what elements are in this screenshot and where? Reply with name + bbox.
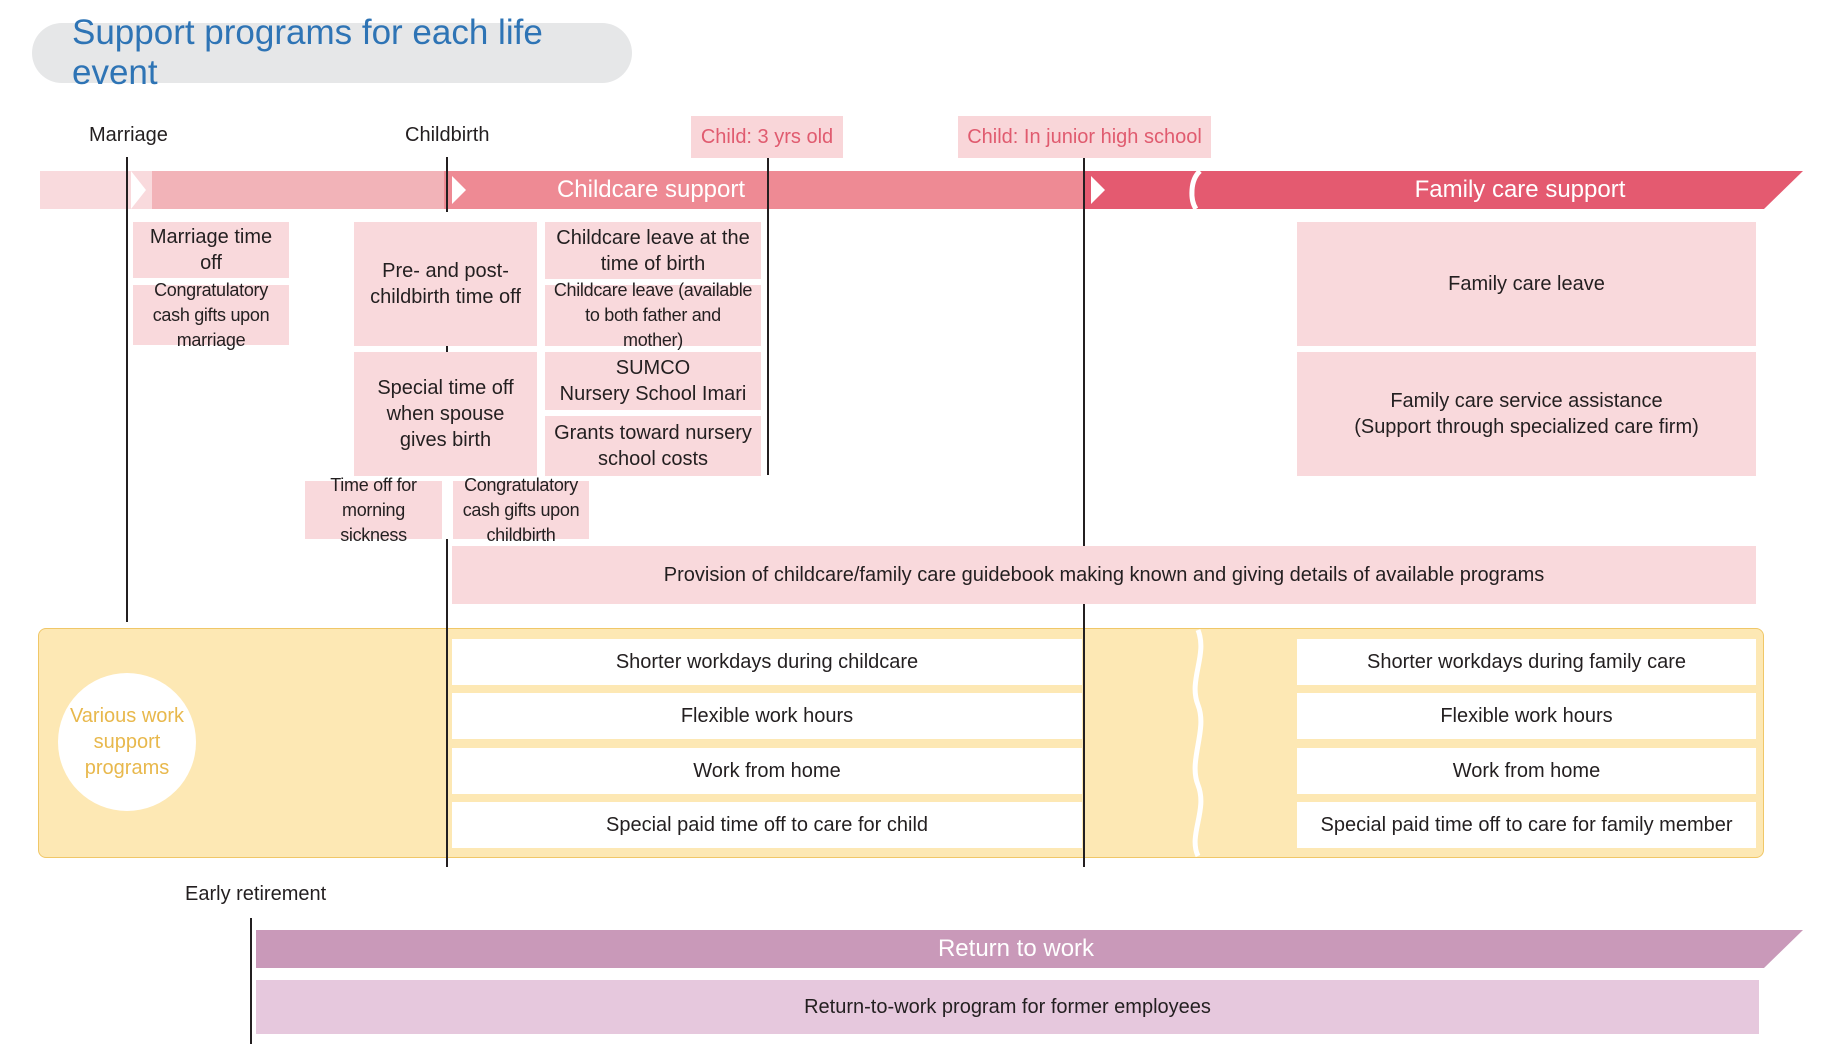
family-care-service-line2: (Support through specialized care firm) — [1354, 416, 1699, 438]
sumco-line1: SUMCO — [615, 357, 691, 379]
timeline-line-child-jhs — [1083, 158, 1085, 546]
program-guidebook: Provision of childcare/family care guide… — [452, 546, 1756, 604]
timeline-line-childbirth-bottom — [446, 539, 448, 867]
work-childcare-item-2: Flexible work hours — [452, 693, 1082, 739]
program-childcare-leave-birth: Childcare leave at the time of birth — [545, 222, 761, 279]
band-arrow-2 — [452, 176, 466, 204]
work-childcare-item-4: Special paid time off to care for child — [452, 802, 1082, 848]
event-marriage: Marriage — [89, 124, 168, 146]
page-title: Support programs for each life event — [32, 13, 632, 92]
timeline-line-marriage — [126, 157, 128, 622]
sumco-line2: Nursery School Imari — [559, 383, 747, 405]
timeline-line-early-retirement — [250, 918, 252, 1044]
band-childcare-label: Childcare support — [556, 176, 746, 203]
program-childcare-leave-both: Childcare leave (available to both fathe… — [545, 280, 761, 350]
band-arrow-1 — [131, 171, 146, 209]
program-pre-post-childbirth: Pre- and post-childbirth time off — [354, 222, 537, 346]
program-morning-sickness: Time off for morning sickness — [305, 475, 442, 545]
family-care-service-line1: Family care service assistance — [1390, 390, 1663, 412]
work-childcare-item-3: Work from home — [452, 748, 1082, 794]
band-arrow-3 — [1091, 176, 1105, 204]
event-child-jhs: Child: In junior high school — [958, 116, 1211, 158]
program-grants-nursery: Grants toward nursery school costs — [545, 416, 761, 476]
band-segment-mid — [152, 171, 444, 209]
program-return-to-work: Return-to-work program for former employ… — [256, 980, 1759, 1034]
band-segment-childcare — [444, 171, 1084, 209]
work-family-item-4: Special paid time off to care for family… — [1297, 802, 1756, 848]
timeline-line-child-3yrs — [767, 158, 769, 475]
event-childbirth: Childbirth — [405, 124, 490, 146]
band-wave-break — [1189, 169, 1202, 211]
timeline-line-childbirth-top — [446, 157, 448, 212]
work-support-label: Various work support programs — [58, 673, 196, 811]
band-segment-family — [1084, 171, 1803, 209]
return-band-label: Return to work — [937, 935, 1095, 962]
event-child-3yrs: Child: 3 yrs old — [691, 116, 843, 158]
timeline-line-child-jhs-bottom — [1083, 604, 1085, 867]
program-sumco-nursery: SUMCO Nursery School Imari — [545, 352, 761, 410]
band-family-label: Family care support — [1414, 176, 1626, 203]
page-title-text: Support programs for each life event — [72, 13, 543, 92]
work-childcare-item-1: Shorter workdays during childcare — [452, 639, 1082, 685]
program-marriage-time-off: Marriage time off — [133, 222, 289, 278]
program-special-time-off-spouse: Special time off when spouse gives birth — [354, 352, 537, 476]
event-early-retirement: Early retirement — [185, 883, 327, 905]
work-family-item-2: Flexible work hours — [1297, 693, 1756, 739]
work-family-item-3: Work from home — [1297, 748, 1756, 794]
program-family-care-service: Family care service assistance (Support … — [1297, 352, 1756, 476]
program-family-care-leave: Family care leave — [1297, 222, 1756, 346]
timeline-line-childbirth-gap — [446, 346, 448, 352]
work-family-item-1: Shorter workdays during family care — [1297, 639, 1756, 685]
program-congrats-marriage: Congratulatory cash gifts upon marriage — [133, 280, 289, 350]
